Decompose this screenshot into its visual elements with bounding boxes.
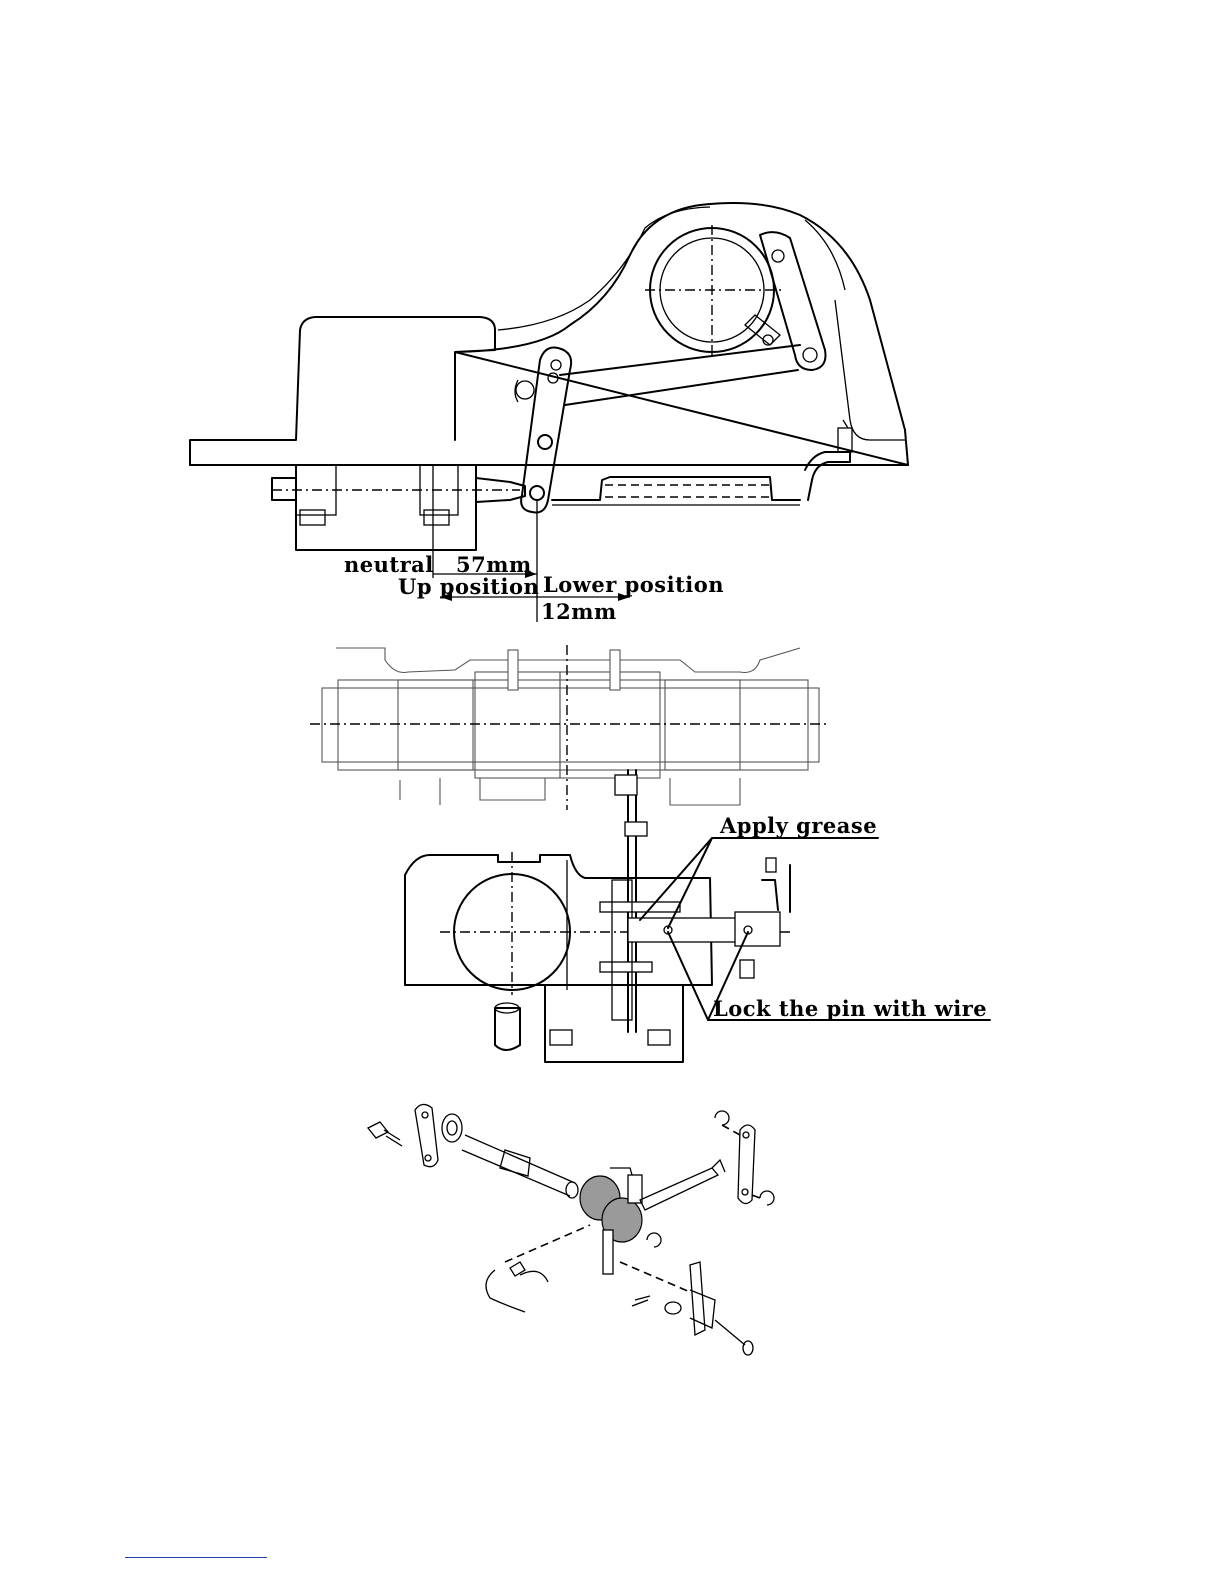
footer-rule bbox=[125, 1557, 267, 1558]
housing-outline bbox=[190, 203, 908, 465]
label-lock-pin: Lock the pin with wire bbox=[713, 996, 987, 1021]
label-lower-position: Lower position bbox=[543, 572, 724, 597]
label-up-position: Up position bbox=[398, 574, 539, 599]
label-apply-grease: Apply grease bbox=[719, 813, 877, 838]
label-12mm: 12mm bbox=[541, 599, 617, 624]
figure-side-view bbox=[190, 203, 908, 622]
vertical-lever bbox=[521, 348, 571, 513]
figure-exploded-view bbox=[368, 1104, 774, 1355]
